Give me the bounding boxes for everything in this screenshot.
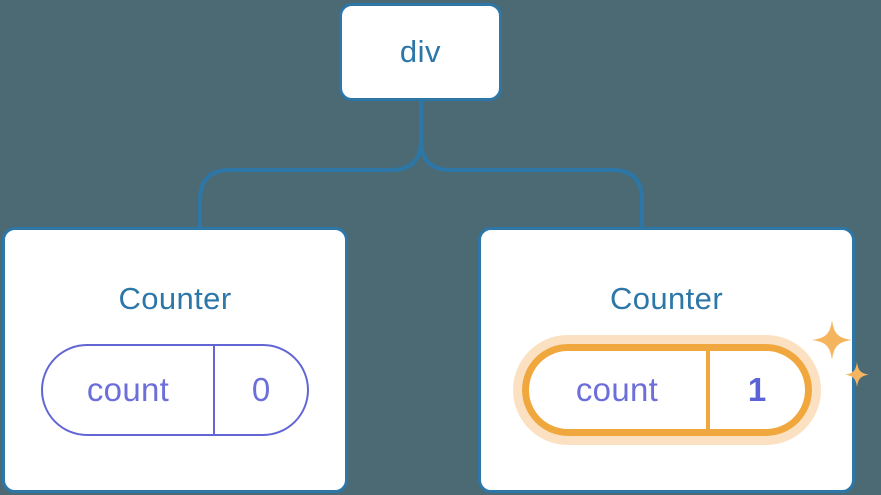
node-counter-left[interactable]: Counter count 0 xyxy=(2,227,348,493)
sparkle-icon-large xyxy=(811,320,852,360)
state-key-cell-left: count xyxy=(43,346,215,434)
edge-root-to-right-child xyxy=(419,99,644,229)
state-badge-left[interactable]: count 0 xyxy=(41,344,309,436)
state-value-left: 0 xyxy=(251,371,271,408)
state-badge-wrapper-right: count 1 xyxy=(521,320,869,436)
node-counter-right[interactable]: Counter count 1 xyxy=(478,227,869,493)
root-node-label: div xyxy=(399,34,442,69)
state-key-right: count xyxy=(575,371,659,408)
state-value-right: 1 xyxy=(747,371,767,408)
state-value-cell-left: 0 xyxy=(215,346,307,434)
state-badge-wrapper-left: count 0 xyxy=(41,344,309,436)
counter-title-left: Counter xyxy=(118,281,232,316)
counter-title-right: Counter xyxy=(609,281,724,316)
state-key-cell-right: count xyxy=(529,351,710,429)
state-badge-right[interactable]: count 1 xyxy=(521,344,812,436)
node-root-div[interactable]: div xyxy=(339,3,502,101)
edge-root-to-left-child xyxy=(198,99,423,229)
state-key-left: count xyxy=(86,371,170,408)
state-value-cell-right: 1 xyxy=(710,351,805,429)
